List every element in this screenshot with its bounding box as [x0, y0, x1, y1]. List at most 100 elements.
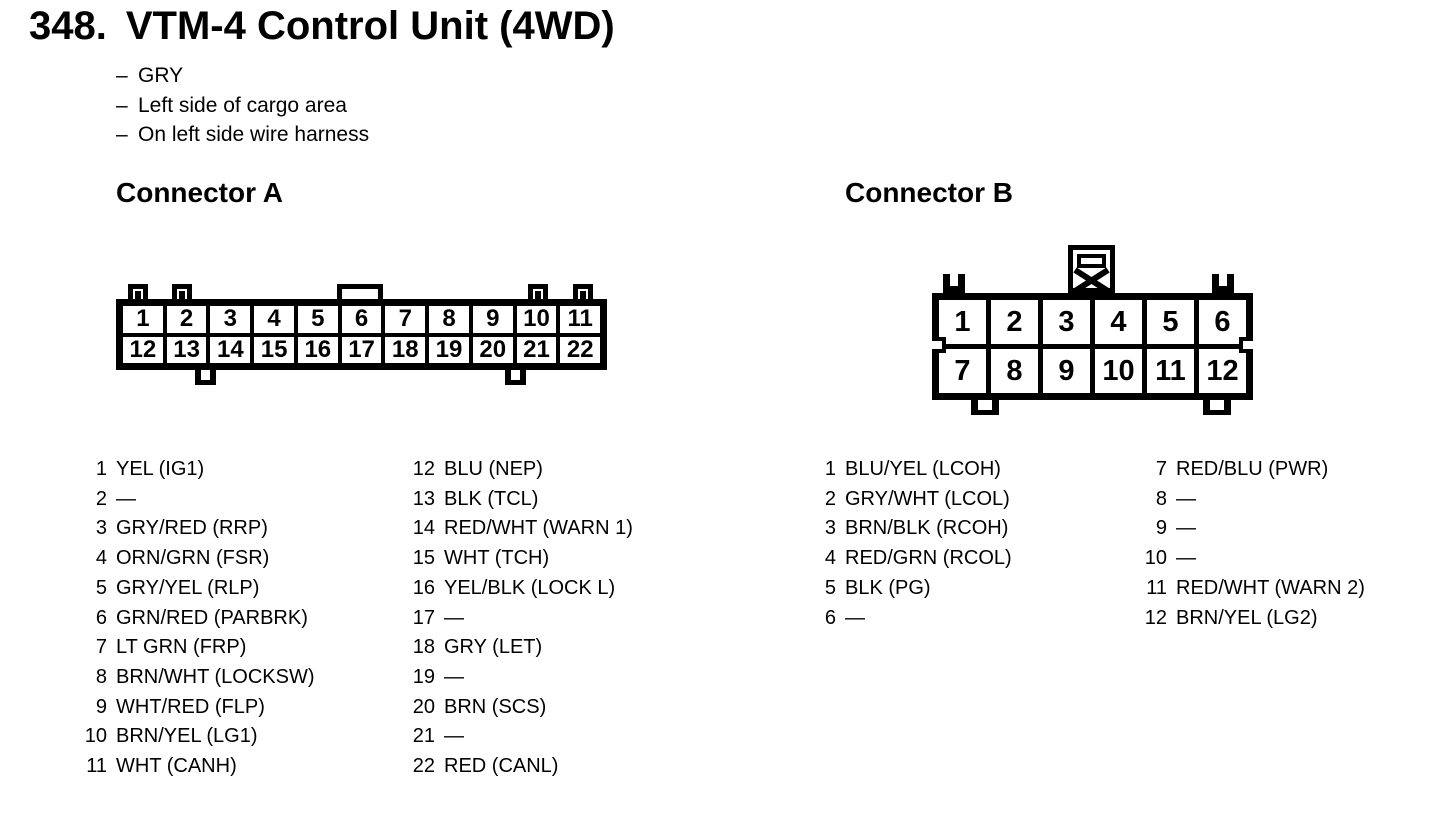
pin-list-row: 12 BRN/YEL (LG2)	[1141, 604, 1365, 634]
pin-wire-label: RED (CANL)	[444, 755, 559, 778]
connector-b-bottom-tab-icon	[971, 400, 999, 415]
pin-wire-label: GRY/WHT (LCOL)	[845, 487, 1010, 510]
dash-bullet: –	[116, 64, 128, 87]
pin-cell: 9	[472, 306, 513, 333]
pin-wire-label: —	[444, 606, 464, 629]
pin-cell: 17	[341, 336, 382, 363]
pin-number: 5	[824, 576, 836, 599]
pin-number: 1	[824, 458, 836, 480]
pin-wire-label: RED/WHT (WARN 1)	[444, 517, 633, 540]
connector-b-key-tab-icon	[1212, 274, 1234, 293]
pin-wire-label: RED/WHT (WARN 2)	[1176, 576, 1365, 599]
pin-wire-label: BRN/WHT (LOCKSW)	[116, 665, 315, 688]
pin-number: 4	[824, 547, 836, 570]
pin-wire-label: GRY/RED (RRP)	[116, 517, 268, 540]
pin-list-row: 3 BRN/BLK (RCOH)	[810, 514, 1012, 544]
pin-number: 22	[412, 755, 435, 778]
pin-cell: 4	[1095, 300, 1142, 344]
note-item: – On left side wire harness	[116, 120, 369, 150]
pin-cell: 2	[166, 306, 207, 333]
pin-wire-label: WHT (TCH)	[444, 547, 550, 570]
connector-b-latch-icon	[1068, 245, 1115, 293]
pin-wire-label: —	[444, 665, 464, 688]
note-item: – GRY	[116, 61, 369, 91]
connector-a-bottom-tab-icon	[505, 370, 526, 385]
pin-list-row: 19 —	[409, 663, 633, 693]
pin-number: 6	[824, 606, 836, 629]
pin-number: 19	[412, 665, 435, 688]
pin-list-row: 9 WHT/RED (FLP)	[81, 693, 315, 723]
pin-list-row: 2 GRY/WHT (LCOL)	[810, 485, 1012, 515]
pin-wire-label: RED/GRN (RCOL)	[845, 547, 1012, 570]
connector-a-key-tab-icon	[172, 284, 192, 299]
dash-bullet: –	[116, 123, 128, 146]
pin-number: 8	[1155, 487, 1167, 510]
note-item: – Left side of cargo area	[116, 91, 369, 121]
pin-list-row: 21 —	[409, 722, 633, 752]
pin-cell: 3	[210, 306, 251, 333]
pin-wire-label: GRN/RED (PARBRK)	[116, 606, 308, 629]
pin-cell: 1	[123, 306, 163, 333]
pin-wire-label: BLK (PG)	[845, 576, 931, 599]
pin-list-row: 2 —	[81, 485, 315, 515]
pin-cell: 10	[516, 306, 557, 333]
connector-b-side-notch-icon	[932, 337, 946, 353]
connector-b-bottom-tab-icon	[1203, 400, 1231, 415]
connector-b-side-notch-icon	[1239, 337, 1253, 353]
pin-list-row: 4 RED/GRN (RCOL)	[810, 544, 1012, 574]
pin-cell: 5	[297, 306, 338, 333]
connector-notes: – GRY – Left side of cargo area – On lef…	[116, 61, 369, 150]
pin-list-row: 7 RED/BLU (PWR)	[1141, 455, 1365, 485]
pin-number: 7	[1155, 458, 1167, 480]
pin-list-row: 6 —	[810, 604, 1012, 634]
pin-number: 11	[1146, 576, 1167, 599]
pin-number: 12	[412, 458, 435, 480]
pin-cell: 13	[166, 336, 207, 363]
pin-list-row: 16 YEL/BLK (LOCK L)	[409, 574, 633, 604]
pin-list-row: 10 —	[1141, 544, 1365, 574]
pin-list-row: 5 BLK (PG)	[810, 574, 1012, 604]
pin-cell: 8	[991, 349, 1038, 393]
page-title: 348.VTM-4 Control Unit (4WD)	[29, 4, 615, 49]
pin-cell: 12	[1199, 349, 1246, 393]
pin-wire-label: GRY/YEL (RLP)	[116, 576, 260, 599]
connector-b-heading: Connector B	[845, 177, 1013, 208]
connector-a-pin-list-col2: 12 BLU (NEP) 13 BLK (TCL) 14 RED/WHT (WA…	[409, 455, 633, 782]
dash-bullet: –	[116, 93, 128, 117]
pin-number: 5	[95, 576, 107, 599]
pin-cell: 22	[560, 336, 601, 363]
pin-wire-label: BLU (NEP)	[444, 458, 543, 480]
pin-wire-label: BRN/YEL (LG2)	[1176, 606, 1318, 629]
pin-cell: 12	[123, 336, 163, 363]
note-text: On left side wire harness	[138, 123, 370, 146]
pin-wire-label: —	[116, 487, 136, 510]
pin-cell: 4	[254, 306, 294, 333]
pin-number: 21	[412, 725, 435, 748]
pin-number: 2	[824, 487, 836, 510]
pin-wire-label: LT GRN (FRP)	[116, 636, 247, 659]
pin-cell: 6	[1199, 300, 1246, 344]
pin-number: 14	[412, 517, 435, 540]
pin-cell: 20	[472, 336, 513, 363]
pin-wire-label: —	[1176, 547, 1196, 570]
connector-a-key-tab-icon	[128, 284, 148, 299]
pin-cell: 9	[1043, 349, 1090, 393]
pin-number: 3	[824, 517, 836, 540]
pin-number: 16	[412, 576, 435, 599]
pin-list-row: 18 GRY (LET)	[409, 633, 633, 663]
connector-a-bottom-tab-icon	[195, 370, 216, 385]
pin-wire-label: YEL (IG1)	[116, 458, 205, 480]
pin-wire-label: BLK (TCL)	[444, 487, 539, 510]
pin-wire-label: —	[1176, 517, 1196, 540]
pin-list-row: 13 BLK (TCL)	[409, 485, 633, 515]
pin-list-row: 9 —	[1141, 514, 1365, 544]
pin-list-row: 1 BLU/YEL (LCOH)	[810, 455, 1012, 485]
